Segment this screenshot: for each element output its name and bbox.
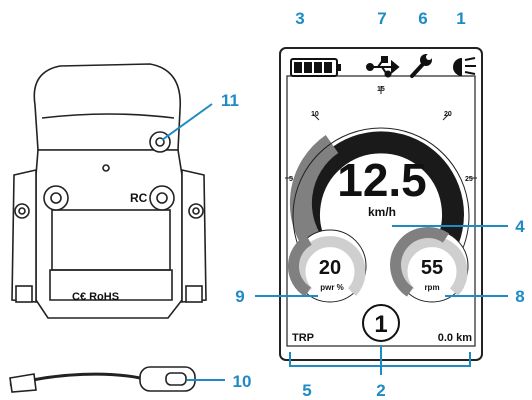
power-unit: pwr % [320,283,344,292]
speed-unit: km/h [368,205,396,219]
callout-8: 8 [515,287,524,306]
speed-value: 12.5 [337,154,427,206]
mount-inner-panel [51,209,171,271]
callout-10: 10 [233,372,252,391]
cable-plug-end [9,373,37,393]
callout-11: 11 [221,91,239,110]
speed-ticks [285,86,477,179]
speed-gauge: 5 10 15 20 25 12.5 km/h [285,86,477,263]
mount-right-tab [185,285,203,303]
display-mount [9,63,207,393]
wrench-icon [410,54,432,78]
cadence-unit: rpm [424,283,439,292]
assist-level-value: 1 [374,311,387,338]
callout-leaders [161,103,508,381]
mount-left-tab [15,285,33,303]
speed-tick-20: 20 [444,111,452,118]
cadence-gauge: 55 rpm [390,227,469,303]
callout-2: 2 [376,381,385,400]
battery-icon [290,58,341,77]
mount-clamp-inner [41,113,175,119]
certification-label: C€ RoHS [72,291,119,303]
usb-icon [366,56,400,78]
callout-7: 7 [377,9,386,28]
leader-5 [289,352,471,367]
callout-3: 3 [295,9,304,28]
trip-label: TRP [292,332,314,344]
power-gauge: 20 pwr % [287,229,367,303]
power-value: 20 [319,257,341,279]
headlight-icon [453,57,476,76]
mount-left-wing [11,168,37,303]
assist-level-indicator: 1 [362,304,400,342]
cadence-value: 55 [421,257,443,279]
mount-lower-panel [49,269,173,301]
cable-connector-slot [165,372,187,386]
display-unit: 5 10 15 20 25 12.5 km/h 20 pwr % 55 rpm [279,47,483,361]
speed-tick-5: 5 [289,176,293,183]
rc-label: RC [130,191,148,205]
speed-tick-10: 10 [311,111,319,118]
callout-labels: 1 6 7 3 11 4 9 8 10 5 2 [221,9,525,400]
speed-gauge-outline [292,127,470,263]
callout-1: 1 [456,9,465,28]
trip-value: 0.0 km [438,332,472,344]
mount-right-wing [181,168,207,303]
leader-11 [161,103,213,141]
speed-tick-15: 15 [377,86,385,93]
callout-9: 9 [235,287,244,306]
speed-tick-25: 25 [465,176,473,183]
callout-5: 5 [302,381,311,400]
mount-screws [14,131,204,219]
callout-4: 4 [515,217,525,236]
mount-top-clamp [33,63,182,151]
callout-6: 6 [418,9,427,28]
